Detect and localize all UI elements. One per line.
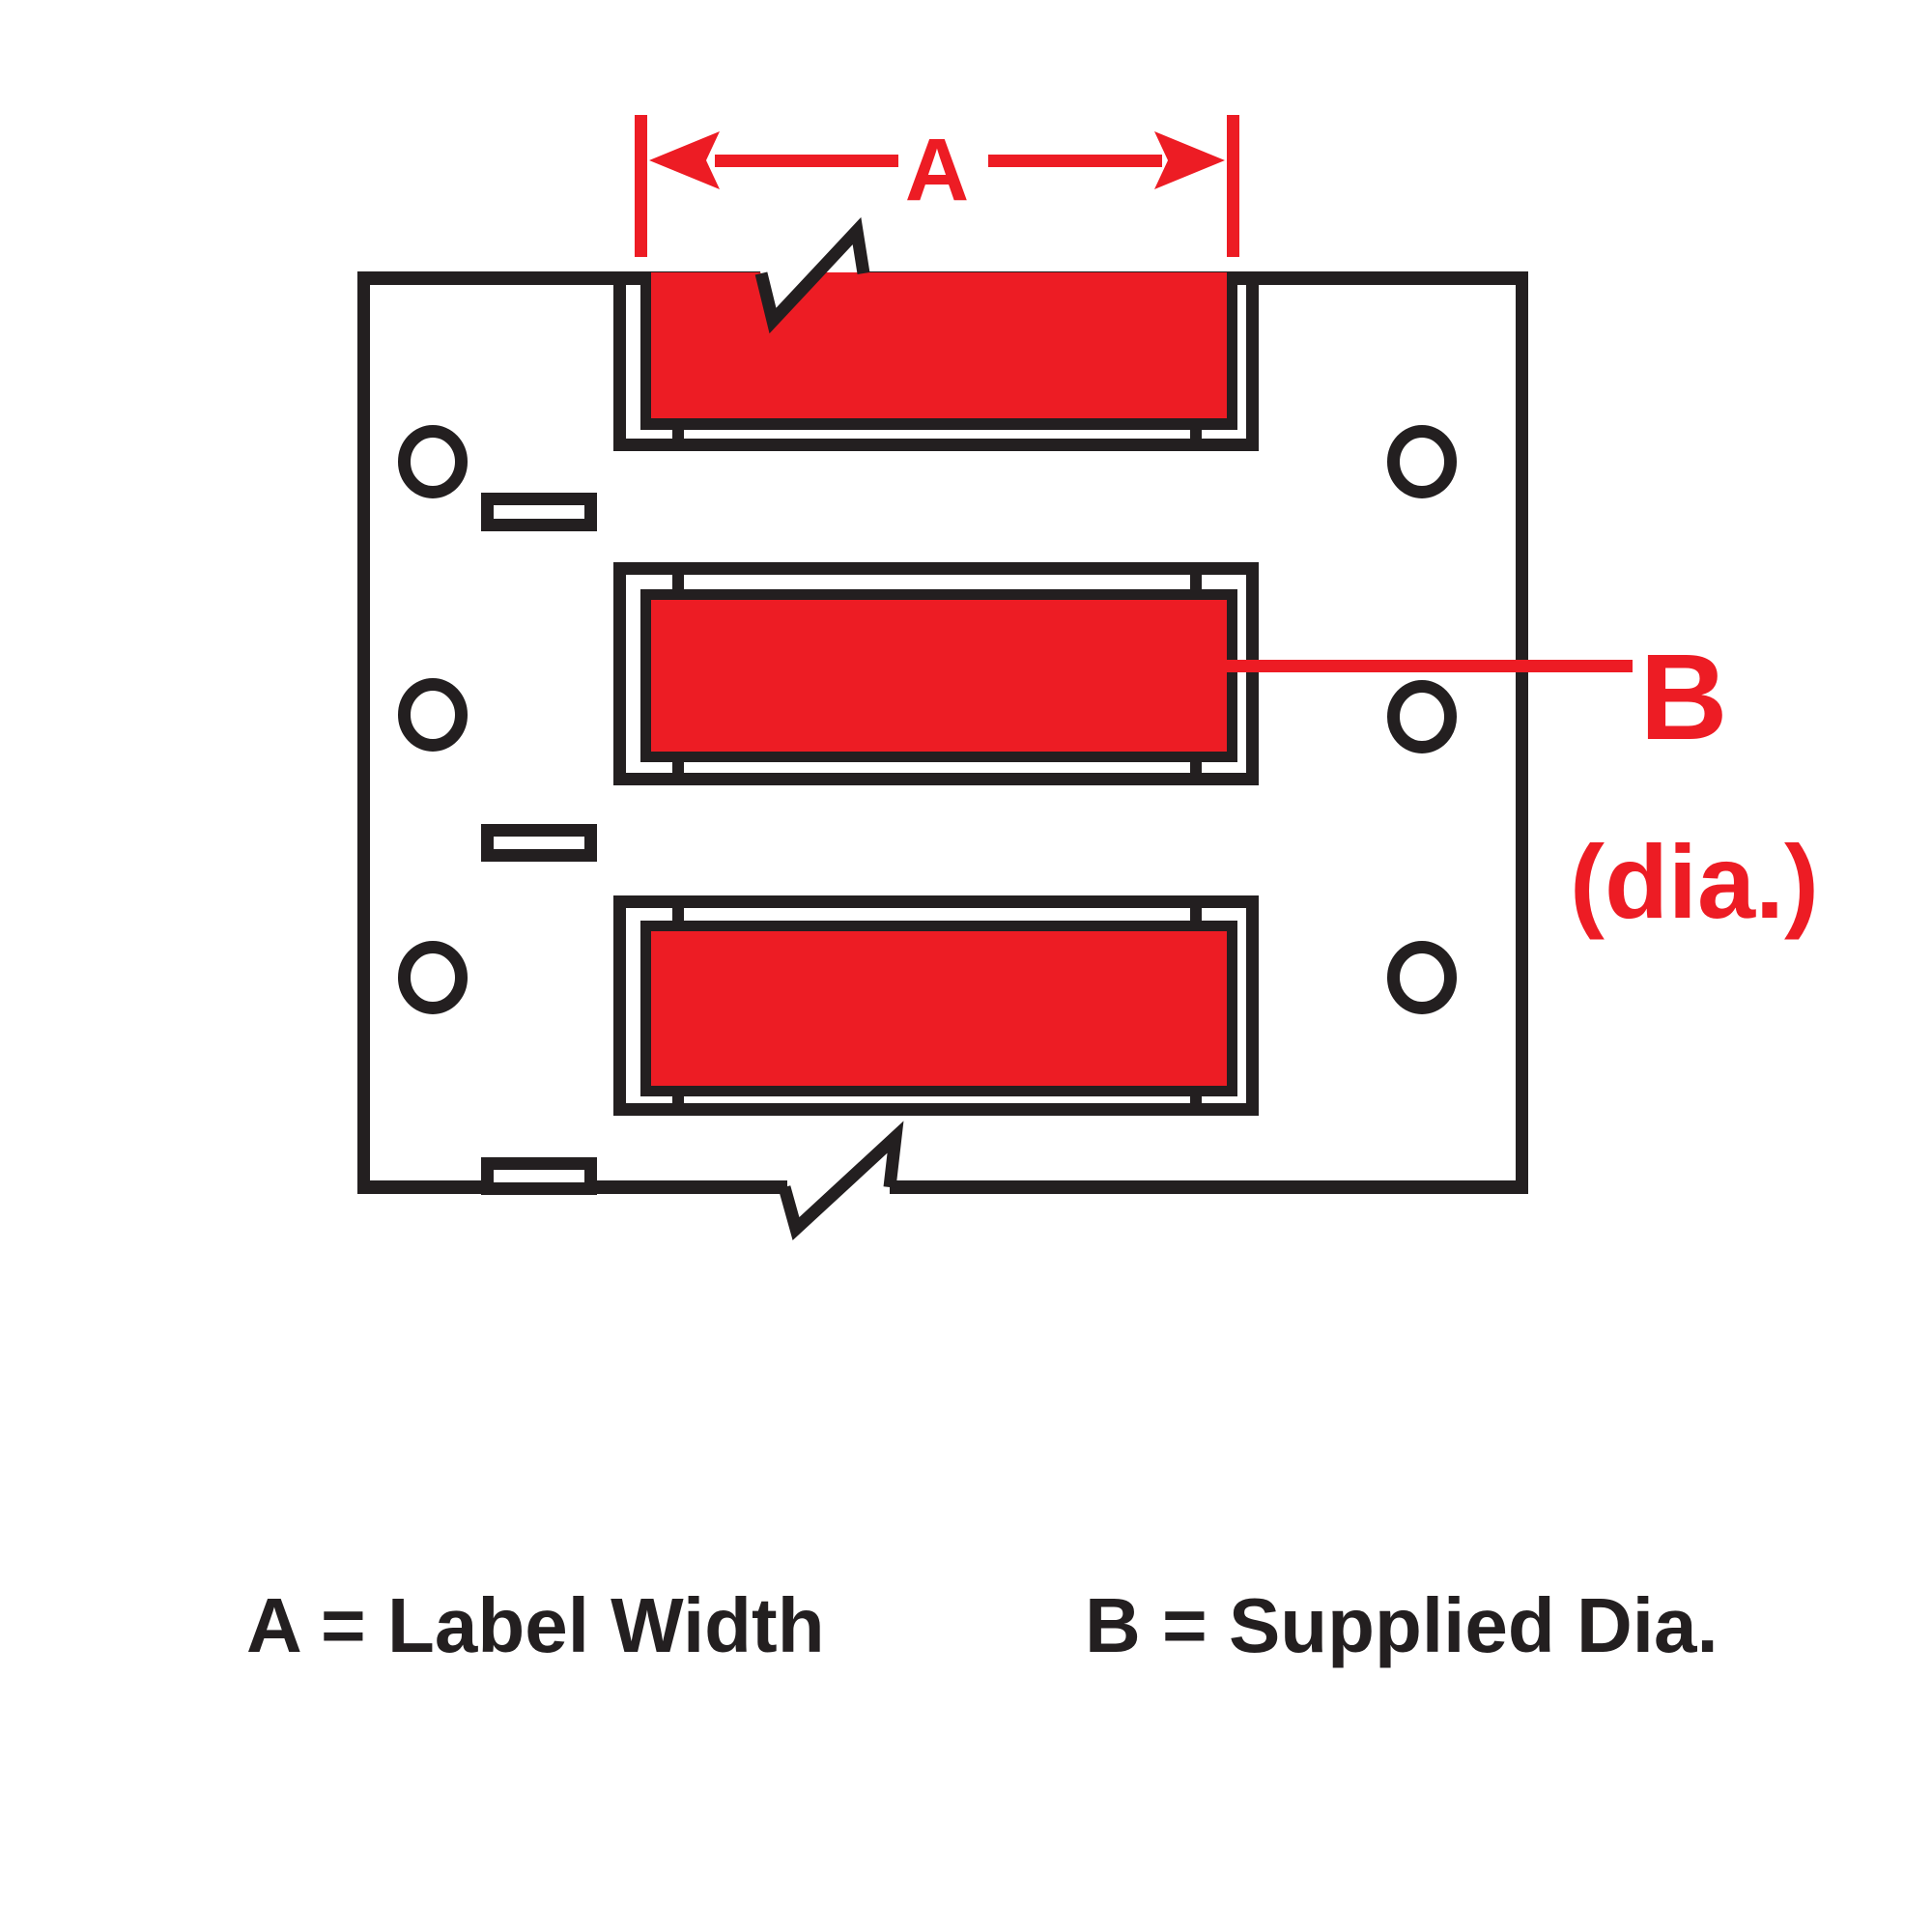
feed-hole-icon xyxy=(398,941,468,1014)
registration-slot-icon xyxy=(481,824,597,862)
dimension-a-left-tick xyxy=(635,115,647,257)
sleeve-middle-perforation-tab xyxy=(672,571,684,590)
registration-slot-icon xyxy=(481,1157,597,1195)
break-zigzag-icon xyxy=(754,216,870,334)
dimension-a-label: A xyxy=(905,121,969,219)
legend: A = Label Width B = Supplied Dia. xyxy=(246,1582,1719,1668)
dimension-b-label: B xyxy=(1640,629,1728,765)
sleeve-bottom-perforation-tab xyxy=(1190,904,1202,923)
legend-b-definition: B = Supplied Dia. xyxy=(1085,1582,1719,1668)
dimension-a-shaft-left xyxy=(715,155,898,167)
dimension-a-shaft-right xyxy=(988,155,1162,167)
arrow-right-icon xyxy=(1154,131,1225,189)
break-zigzag-icon xyxy=(778,1121,904,1240)
dimension-b-leader-line xyxy=(1227,660,1633,672)
feed-hole-icon xyxy=(1387,425,1457,498)
registration-slot-icon xyxy=(481,493,597,531)
sleeve-middle xyxy=(613,562,1259,785)
sleeve-top-frame-left xyxy=(613,278,626,451)
carrier-bottom-edge-right xyxy=(890,1180,1528,1194)
carrier-left-edge xyxy=(357,271,370,1194)
carrier-right-edge xyxy=(1516,271,1528,1194)
sleeve-middle-perforation-tab xyxy=(672,758,684,778)
feed-hole-icon xyxy=(398,678,468,752)
sleeve-middle-body xyxy=(640,589,1237,762)
feed-hole-icon xyxy=(398,425,468,498)
sleeve-middle-perforation-tab xyxy=(1190,571,1202,590)
sleeve-bottom-body xyxy=(640,921,1237,1096)
dimension-b-sublabel: (dia.) xyxy=(1570,823,1819,940)
sleeve-bottom xyxy=(613,895,1259,1116)
feed-holes xyxy=(398,425,1457,1014)
sleeve-top-body xyxy=(640,272,1237,430)
legend-a-definition: A = Label Width xyxy=(246,1582,825,1668)
feed-hole-icon xyxy=(1387,680,1457,753)
sleeve-top-border-right xyxy=(1227,272,1237,430)
sleeve-top-border-bottom xyxy=(640,418,1237,430)
registration-slots xyxy=(481,493,597,1195)
arrow-left-icon xyxy=(649,131,720,189)
sleeve-top-frame-right xyxy=(1246,278,1259,451)
dimension-a-right-tick xyxy=(1227,115,1239,257)
dimension-a-indicator: A xyxy=(635,115,1239,257)
dimension-b-indicator: B (dia.) xyxy=(1227,629,1819,940)
feed-hole-icon xyxy=(1387,941,1457,1014)
sleeve-top xyxy=(613,216,1259,451)
sleeve-top-frame-bottom xyxy=(613,439,1259,451)
sleeve-bottom-perforation-tab xyxy=(672,904,684,923)
sleeve-middle-perforation-tab xyxy=(1190,758,1202,778)
sleeve-top-border-left xyxy=(640,272,651,430)
